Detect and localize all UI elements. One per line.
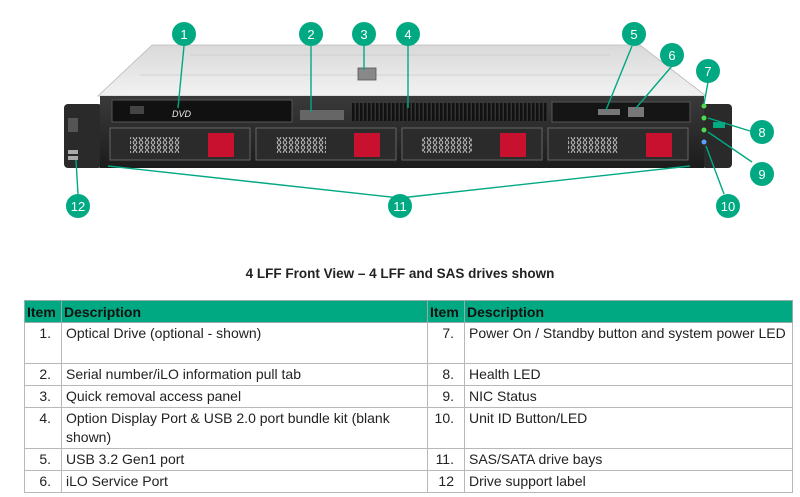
drive-bay-4 (547, 127, 689, 161)
svg-text:2: 2 (307, 27, 314, 42)
item-number: 6. (24, 470, 62, 493)
item-description: Health LED (464, 363, 793, 386)
item-number: 8. (427, 363, 465, 386)
callout-4: 4 (396, 22, 420, 46)
figure-caption: 4 LFF Front View – 4 LFF and SAS drives … (245, 266, 555, 281)
component-table: Item Description Item Description 1. Opt… (24, 300, 793, 493)
callout-lines (75, 45, 753, 199)
svg-text:10: 10 (721, 199, 735, 214)
callout-9: 9 (750, 162, 774, 186)
item-description: Drive support label (464, 470, 793, 493)
drive-bay-2 (255, 127, 397, 161)
callout-2: 2 (299, 22, 323, 46)
item-number: 12 (427, 470, 465, 493)
svg-text:5: 5 (630, 27, 637, 42)
callout-11: 11 (388, 194, 412, 218)
callout-12: 12 (66, 194, 90, 218)
svg-text:1: 1 (180, 27, 187, 42)
callouts: 1 2 3 4 5 6 7 8 9 10 11 12 (66, 22, 774, 218)
serial-pull-tab (300, 110, 344, 120)
callout-10: 10 (716, 194, 740, 218)
svg-text:7: 7 (704, 64, 711, 79)
svg-text:6: 6 (668, 48, 675, 63)
table-row: 3. Quick removal access panel 9. NIC Sta… (24, 385, 793, 408)
header-item-left: Item (24, 300, 62, 323)
table-row: 4. Option Display Port & USB 2.0 port bu… (24, 407, 793, 449)
nic-led-icon (701, 127, 707, 133)
callout-3: 3 (352, 22, 376, 46)
server-front-view-illustration: DVD (64, 22, 774, 218)
header-description-left: Description (61, 300, 428, 323)
item-number: 9. (427, 385, 465, 408)
item-description: Serial number/iLO information pull tab (61, 363, 428, 386)
callout-7: 7 (696, 59, 720, 83)
server-front-face: DVD (100, 96, 707, 168)
item-description: Unit ID Button/LED (464, 407, 793, 449)
item-number: 5. (24, 448, 62, 471)
item-description: Option Display Port & USB 2.0 port bundl… (61, 407, 428, 449)
item-number: 4. (24, 407, 62, 449)
table-row: 6. iLO Service Port 12 Drive support lab… (24, 470, 793, 493)
svg-text:11: 11 (393, 199, 407, 214)
callout-6: 6 (660, 43, 684, 67)
item-number: 1. (24, 322, 62, 364)
table-row: 1. Optical Drive (optional - shown) 7. P… (24, 322, 793, 364)
power-led-icon (701, 103, 707, 109)
table-header-row: Item Description Item Description (24, 300, 793, 323)
item-number: 11. (427, 448, 465, 471)
usb-port (598, 109, 620, 115)
rack-ear-right (702, 104, 732, 168)
header-description-right: Description (464, 300, 793, 323)
svg-text:12: 12 (71, 199, 85, 214)
callout-1: 1 (172, 22, 196, 46)
svg-text:8: 8 (758, 125, 765, 140)
item-description: iLO Service Port (61, 470, 428, 493)
ilo-port (628, 107, 644, 117)
item-number: 3. (24, 385, 62, 408)
port-panel (551, 101, 691, 123)
item-number: 10. (427, 407, 465, 449)
dvd-label: DVD (172, 109, 192, 119)
table-row: 5. USB 3.2 Gen1 port 11. SAS/SATA drive … (24, 448, 793, 471)
item-description: Optical Drive (optional - shown) (61, 322, 428, 364)
item-description: Power On / Standby button and system pow… (464, 322, 793, 364)
drive-bay-3 (401, 127, 543, 161)
header-item-right: Item (427, 300, 465, 323)
table-row: 2. Serial number/iLO information pull ta… (24, 363, 793, 386)
item-description: USB 3.2 Gen1 port (61, 448, 428, 471)
front-vent (352, 103, 548, 121)
drive-bay-1 (109, 127, 251, 161)
callout-8: 8 (750, 120, 774, 144)
health-led-icon (701, 115, 707, 121)
svg-text:4: 4 (404, 27, 411, 42)
item-description: Quick removal access panel (61, 385, 428, 408)
drive-bays (109, 127, 689, 161)
item-number: 7. (427, 322, 465, 364)
svg-text:3: 3 (360, 27, 367, 42)
item-number: 2. (24, 363, 62, 386)
item-description: NIC Status (464, 385, 793, 408)
svg-text:9: 9 (758, 167, 765, 182)
callout-5: 5 (622, 22, 646, 46)
uid-led-icon (701, 139, 707, 145)
rack-ear-left (64, 104, 102, 168)
optical-drive: DVD (111, 99, 293, 123)
item-description: SAS/SATA drive bays (464, 448, 793, 471)
